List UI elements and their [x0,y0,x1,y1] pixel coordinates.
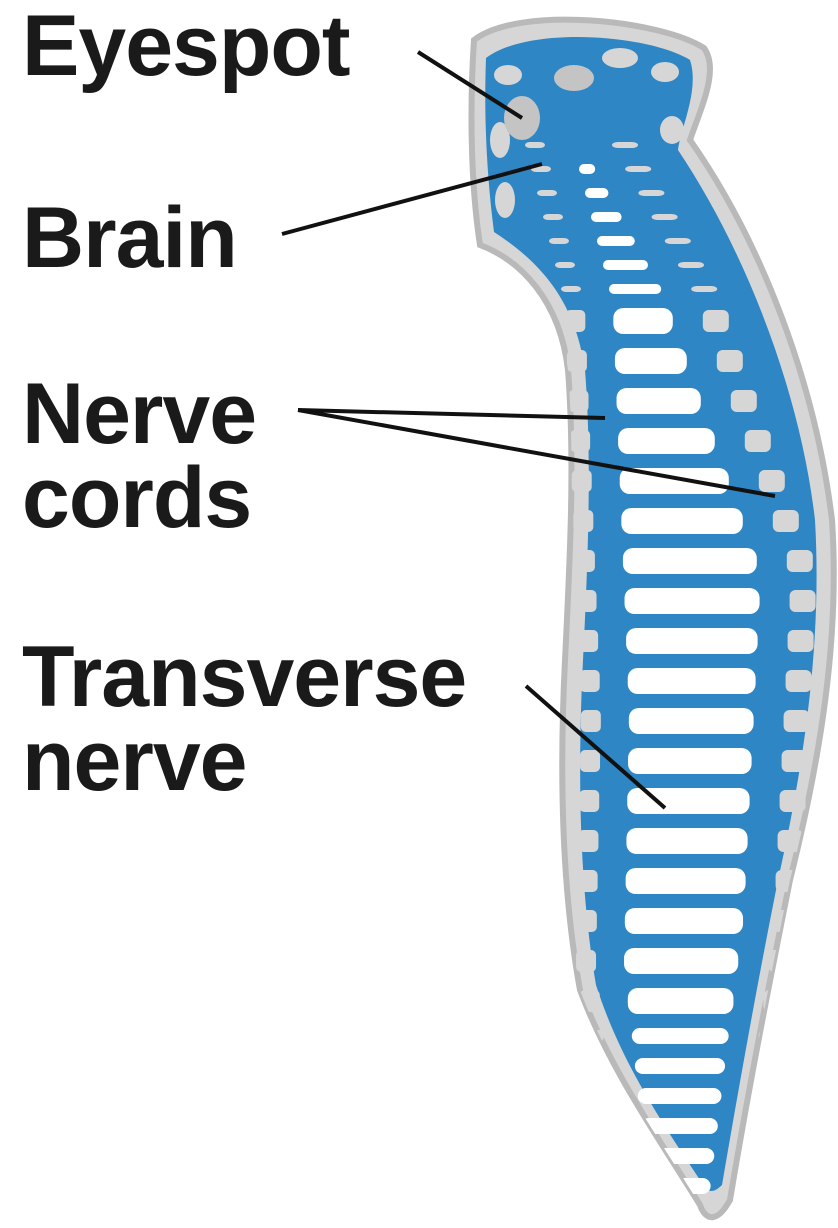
ladder-cell [579,164,595,174]
nerve-cords-label-line2: cords [22,456,256,540]
lateral-cell-right [787,550,813,572]
eyespot-label: Eyespot [22,4,350,88]
lateral-cell-right [717,350,743,372]
ladder-cell [626,828,747,854]
nerve-network [485,37,816,1194]
lateral-cell-right [768,950,794,972]
eyespot-marker [554,65,594,91]
lateral-cell-right [759,470,785,492]
lateral-cell-left [599,1180,619,1192]
lateral-cell-left [593,1120,613,1132]
nerve-cords-label-line1: Nerve [22,372,256,456]
lateral-cell-left [578,870,598,892]
lateral-cell-right [741,1180,767,1192]
lateral-cell-left [555,262,575,268]
ladder-cell [623,548,757,574]
ladder-cell [624,948,738,974]
lateral-cell-left [576,950,596,972]
ladder-cell [613,308,672,334]
lateral-cell-right [748,1120,774,1132]
lateral-cell-left [577,910,597,932]
brain-label: Brain [22,196,237,280]
ladder-cell [626,628,757,654]
lateral-cell-right [703,310,729,332]
nerve-cords-label: Nerve cords [22,372,256,540]
ladder-cell [635,1058,725,1074]
lateral-cell-right [790,590,816,612]
lateral-cell-right [678,262,704,268]
lateral-cell-right [782,750,808,772]
lateral-cell-right [665,238,691,244]
lateral-cell-left [577,590,597,612]
lateral-cell-left [561,286,581,292]
lateral-cell-right [773,510,799,532]
lateral-cell-left [596,1150,616,1162]
lateral-cell-left [549,238,569,244]
ladder-cell [615,348,687,374]
lateral-cell-left [578,830,598,852]
lateral-cell-right [625,166,651,172]
lateral-cell-left [573,510,593,532]
lateral-cell-right [652,214,678,220]
ladder-cell [618,428,715,454]
lateral-cell-left [543,214,563,220]
ladder-cell [591,212,622,222]
transverse-nerve-label-line1: Transverse [22,635,466,719]
ladder-cell [628,748,752,774]
lateral-cell-right [731,390,757,412]
lateral-cell-right [751,1090,777,1102]
lateral-cell-left [537,190,557,196]
lateral-cell-left [525,142,545,148]
lateral-cell-left [578,630,598,652]
lateral-cell-right [786,670,812,692]
ladder-cell [638,1088,722,1104]
transverse-nerve-label-line2: nerve [22,719,466,803]
lateral-cell-left [567,350,587,372]
lateral-cell-left [590,1090,610,1102]
lateral-cell-right [784,710,810,732]
lateral-cell-right [612,142,638,148]
lateral-cell-left [570,430,590,452]
ladder-cell [621,508,742,534]
lateral-cell-right [788,630,814,652]
ladder-cell [629,708,754,734]
lateral-cell-right [780,790,806,812]
ladder-cell [644,1148,714,1164]
ladder-cell [626,868,746,894]
lateral-cell-left [575,550,595,572]
lateral-cell-right [745,430,771,452]
lateral-cell-left [580,670,600,692]
lateral-cell-left [580,750,600,772]
ladder-cell [628,668,756,694]
lateral-cell-right [755,1060,781,1072]
ladder-cell [597,236,635,246]
lateral-cell-left [572,470,592,492]
ladder-cell [647,1178,711,1194]
lateral-cell-left [565,310,585,332]
ladder-cell [617,388,701,414]
lateral-cell-left [579,790,599,812]
ladder-cell [625,588,760,614]
ladder-cell [628,988,734,1014]
lateral-cell-left [581,710,601,732]
lateral-cell-left [569,390,589,412]
ladder-cell [585,188,608,198]
lateral-cell-right [744,1150,770,1162]
lateral-cell-left [587,1060,607,1072]
ladder-cell [603,260,648,270]
lateral-cell-right [638,190,664,196]
ladder-cell [632,1028,729,1044]
lateral-cell-right [691,286,717,292]
ladder-cell [609,284,661,294]
ladder-cell [625,908,743,934]
transverse-nerve-label: Transverse nerve [22,635,466,803]
